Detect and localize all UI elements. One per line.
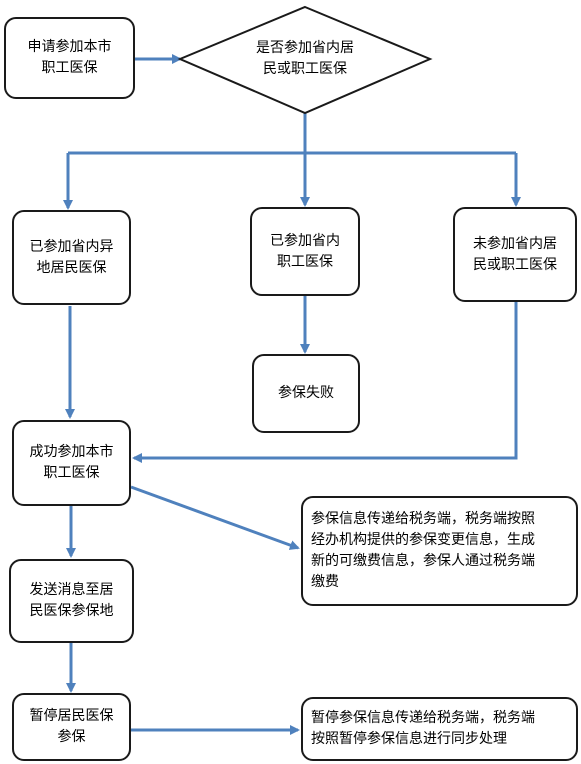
arrow-none-to-success xyxy=(132,302,518,463)
node-suspend-line-2: 参保 xyxy=(57,729,86,745)
node-tax-info: 参保信息传递给税务端，税务端按照 经办机构提供的参保变更信息，生成 新的可缴费信… xyxy=(301,496,578,606)
node-employee-line-1: 已参加省内 xyxy=(270,232,340,249)
node-other-city-line-2: 地居民医保 xyxy=(36,259,107,276)
node-other-city: 已参加省内异 地居民医保 xyxy=(12,210,131,305)
node-none-line-1: 未参加省内居 xyxy=(473,235,557,252)
node-notify-line-1: 发送消息至居 xyxy=(29,582,114,598)
node-decision-label: 是否参加省内居 民或职工医保 xyxy=(225,38,385,80)
node-tax-info-line-4: 缴费 xyxy=(311,574,339,590)
node-suspend-info-line-1: 暂停参保信息传递给税务端，税务端 xyxy=(311,710,535,726)
node-decision-line-2: 民或职工医保 xyxy=(263,61,347,77)
node-success: 成功参加本市 职工医保 xyxy=(12,420,131,506)
node-apply-line-1: 申请参加本市 xyxy=(27,39,112,55)
node-fail: 参保失败 xyxy=(252,354,360,433)
node-apply: 申请参加本市 职工医保 xyxy=(4,17,135,99)
node-suspend-info: 暂停参保信息传递给税务端，税务端 按照暂停参保信息进行同步处理 xyxy=(301,697,578,761)
node-apply-line-2: 职工医保 xyxy=(41,60,98,76)
node-notify: 发送消息至居 民医保参保地 xyxy=(9,559,134,643)
node-tax-info-line-3: 新的可缴费信息，参保人通过税务端 xyxy=(311,553,535,569)
node-tax-info-line-2: 经办机构提供的参保变更信息，生成 xyxy=(311,532,535,548)
node-notify-line-2: 民医保参保地 xyxy=(29,603,114,619)
node-decision-line-1: 是否参加省内居 xyxy=(256,40,354,56)
node-suspend-line-1: 暂停居民医保 xyxy=(29,708,114,724)
node-employee-line-2: 职工医保 xyxy=(277,253,333,270)
decision-diamond xyxy=(177,5,433,115)
node-none-line-2: 民或职工医保 xyxy=(473,256,557,273)
arrow-success-to-tax-info xyxy=(130,485,300,550)
node-fail-line-1: 参保失败 xyxy=(278,385,334,401)
node-suspend: 暂停居民医保 参保 xyxy=(12,693,131,761)
node-success-line-1: 成功参加本市 xyxy=(29,444,114,460)
node-none: 未参加省内居 民或职工医保 xyxy=(453,207,577,302)
node-success-line-2: 职工医保 xyxy=(43,465,100,481)
node-tax-info-line-1: 参保信息传递给税务端，税务端按照 xyxy=(311,511,535,527)
node-other-city-line-1: 已参加省内异 xyxy=(29,238,114,255)
node-suspend-info-line-2: 按照暂停参保信息进行同步处理 xyxy=(311,731,507,747)
node-employee: 已参加省内 职工医保 xyxy=(250,207,360,296)
